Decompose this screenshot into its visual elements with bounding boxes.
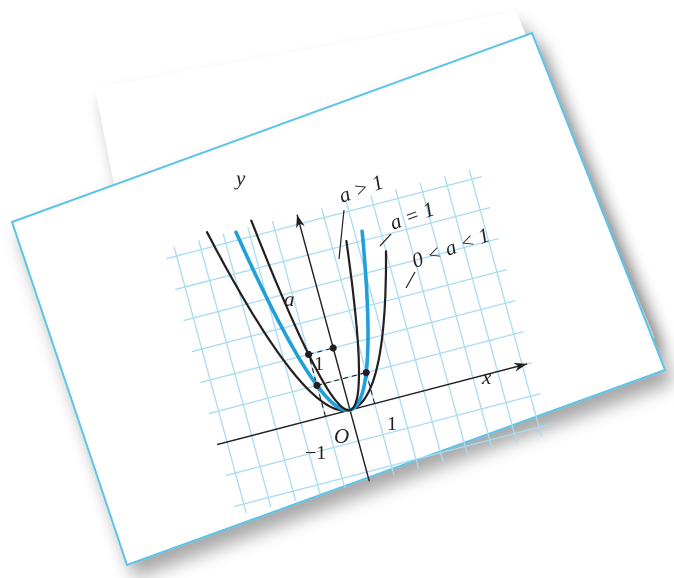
y-axis-arrowhead <box>296 214 305 229</box>
marked-points <box>305 344 370 389</box>
x-axis-arrowhead <box>513 362 528 372</box>
tick-label-y-a: a <box>284 287 295 311</box>
grid-line-horizontal <box>166 176 482 260</box>
leader-a-eq-1 <box>379 233 392 247</box>
grid <box>166 169 550 514</box>
marked-point <box>329 344 337 352</box>
marked-point <box>362 369 370 377</box>
grid-line-horizontal <box>183 238 499 322</box>
x-axis <box>216 363 528 446</box>
guide-y-a <box>308 347 334 355</box>
tick-label-neg-one: −1 <box>305 442 326 464</box>
grid-line-horizontal <box>225 393 541 477</box>
front-paper-sheet <box>10 31 667 567</box>
marked-point <box>305 350 313 358</box>
grid-line-horizontal <box>174 207 491 291</box>
grid-line-horizontal <box>191 269 508 353</box>
dashed-guides <box>308 347 376 417</box>
tick-label-x-one: 1 <box>387 413 397 435</box>
x-axis-label: x <box>481 365 492 389</box>
guide-x-neg-one <box>308 354 326 417</box>
y-axis-label: y <box>234 166 246 190</box>
curves <box>205 209 416 413</box>
plot-area: y x O −1 1 1 a a > 1 a = 1 0 < a < 1 <box>166 166 550 514</box>
tick-label-y-one: 1 <box>314 353 324 375</box>
curve-a-gt-1 <box>250 219 361 412</box>
leader-a-between <box>405 271 416 289</box>
marked-point <box>313 381 321 389</box>
grid-line-horizontal <box>233 424 550 508</box>
leader-a-gt-1 <box>338 209 345 260</box>
origin-label: O <box>334 424 349 448</box>
